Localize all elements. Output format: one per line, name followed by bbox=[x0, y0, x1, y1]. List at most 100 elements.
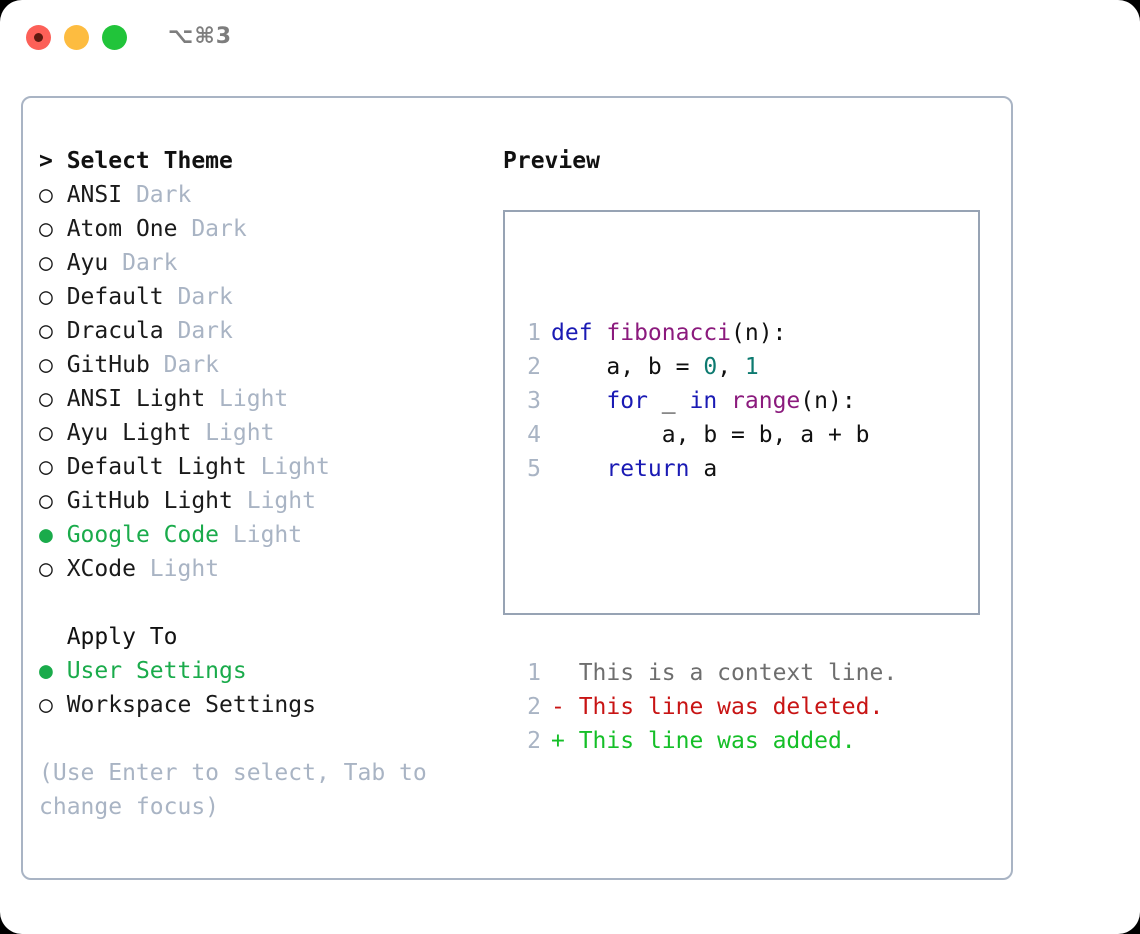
theme-option-label: ANSI bbox=[52, 182, 123, 208]
radio-unselected-icon: ○ bbox=[39, 250, 53, 276]
window-title-shortcut: ⌥⌘3 bbox=[168, 24, 233, 49]
theme-option-tag: Light bbox=[135, 556, 220, 582]
traffic-light-controls bbox=[26, 25, 127, 50]
theme-option-tag: Dark bbox=[163, 318, 233, 344]
apply-to-list: ● User Settings○ Workspace Settings bbox=[39, 654, 479, 722]
minimize-button[interactable] bbox=[64, 25, 89, 50]
theme-option-label: ANSI Light bbox=[52, 386, 206, 412]
main-panel: > Select Theme ○ ANSI Dark○ Atom One Dar… bbox=[21, 96, 1013, 880]
keyboard-hint-text: (Use Enter to select, Tab to change focu… bbox=[39, 760, 441, 820]
list-spacer bbox=[39, 586, 479, 620]
code-token: 1 bbox=[744, 354, 759, 380]
line-number: 4 bbox=[527, 422, 541, 448]
line-number: 3 bbox=[527, 388, 541, 414]
code-line: 5 return a bbox=[519, 452, 897, 486]
theme-option-tag: Light bbox=[219, 522, 303, 548]
code-token: _ bbox=[647, 388, 690, 414]
diff-lines: 1 This is a context line. 2- This line wa… bbox=[519, 656, 897, 758]
apply-to-option-workspace-settings[interactable]: ○ Workspace Settings bbox=[39, 688, 479, 722]
code-token: (n): bbox=[731, 320, 787, 346]
theme-option-tag: Dark bbox=[108, 250, 178, 276]
code-token: for bbox=[606, 388, 648, 414]
apply-to-heading: Apply To bbox=[39, 624, 178, 650]
diff-line: 2+ This line was added. bbox=[519, 724, 897, 758]
theme-option-tag: Light bbox=[246, 454, 330, 480]
theme-option-label: GitHub Light bbox=[52, 488, 233, 514]
preview-heading: Preview bbox=[503, 148, 600, 174]
radio-unselected-icon: ○ bbox=[39, 454, 53, 480]
line-number: 2 bbox=[527, 728, 541, 754]
diff-marker bbox=[551, 660, 579, 686]
line-number: 1 bbox=[527, 660, 541, 686]
theme-option-github-light[interactable]: ○ GitHub Light Light bbox=[39, 484, 479, 518]
theme-option-label: Dracula bbox=[52, 318, 164, 344]
radio-unselected-icon: ○ bbox=[39, 182, 53, 208]
diff-text: This line was deleted. bbox=[578, 694, 884, 720]
radio-unselected-icon: ○ bbox=[39, 216, 53, 242]
title-bar: ⌥⌘3 bbox=[0, 0, 1140, 76]
line-number: 2 bbox=[527, 354, 541, 380]
apply-to-option-label: User Settings bbox=[52, 658, 247, 684]
code-token: a bbox=[689, 456, 718, 482]
line-number: 5 bbox=[527, 456, 541, 482]
theme-picker-column: > Select Theme ○ ANSI Dark○ Atom One Dar… bbox=[39, 144, 479, 824]
radio-unselected-icon: ○ bbox=[39, 420, 53, 446]
theme-option-google-code[interactable]: ● Google Code Light bbox=[39, 518, 479, 552]
radio-unselected-icon: ○ bbox=[39, 488, 53, 514]
radio-selected-icon: ● bbox=[39, 522, 53, 548]
theme-option-ansi-light[interactable]: ○ ANSI Light Light bbox=[39, 382, 479, 416]
theme-option-github[interactable]: ○ GitHub Dark bbox=[39, 348, 479, 382]
theme-option-atom-one[interactable]: ○ Atom One Dark bbox=[39, 212, 479, 246]
code-token: (n): bbox=[800, 388, 856, 414]
code-token: , bbox=[717, 354, 745, 380]
code-token bbox=[717, 388, 731, 414]
theme-option-ansi[interactable]: ○ ANSI Dark bbox=[39, 178, 479, 212]
code-token: range bbox=[731, 388, 801, 414]
theme-option-xcode[interactable]: ○ XCode Light bbox=[39, 552, 479, 586]
radio-unselected-icon: ○ bbox=[39, 556, 53, 582]
radio-unselected-icon: ○ bbox=[39, 692, 53, 718]
theme-option-ayu[interactable]: ○ Ayu Dark bbox=[39, 246, 479, 280]
apply-to-option-label: Workspace Settings bbox=[52, 692, 316, 718]
apply-to-option-user-settings[interactable]: ● User Settings bbox=[39, 654, 479, 688]
code-token bbox=[551, 388, 606, 414]
diff-text: This is a context line. bbox=[578, 660, 898, 686]
code-line: 4 a, b = b, a + b bbox=[519, 418, 897, 452]
theme-option-label: Google Code bbox=[52, 522, 220, 548]
select-theme-heading: > Select Theme bbox=[39, 148, 233, 174]
code-line: 2 a, b = 0, 1 bbox=[519, 350, 897, 384]
diff-line: 2- This line was deleted. bbox=[519, 690, 897, 724]
diff-marker: + bbox=[551, 728, 579, 754]
line-number: 1 bbox=[527, 320, 541, 346]
radio-unselected-icon: ○ bbox=[39, 386, 53, 412]
theme-option-default-light[interactable]: ○ Default Light Light bbox=[39, 450, 479, 484]
theme-option-tag: Dark bbox=[177, 216, 247, 242]
theme-option-label: Default Light bbox=[52, 454, 247, 480]
diff-marker: - bbox=[551, 694, 579, 720]
theme-option-label: Ayu bbox=[52, 250, 109, 276]
code-token: in bbox=[689, 388, 718, 414]
theme-option-label: GitHub bbox=[52, 352, 150, 378]
theme-option-label: Atom One bbox=[52, 216, 178, 242]
theme-list: ○ ANSI Dark○ Atom One Dark○ Ayu Dark○ De… bbox=[39, 178, 479, 586]
theme-option-tag: Light bbox=[191, 420, 275, 446]
theme-option-tag: Light bbox=[232, 488, 316, 514]
theme-option-tag: Light bbox=[205, 386, 289, 412]
close-button[interactable] bbox=[26, 25, 51, 50]
radio-unselected-icon: ○ bbox=[39, 284, 53, 310]
theme-option-default[interactable]: ○ Default Dark bbox=[39, 280, 479, 314]
maximize-button[interactable] bbox=[102, 25, 127, 50]
theme-option-tag: Dark bbox=[163, 284, 233, 310]
theme-option-dracula[interactable]: ○ Dracula Dark bbox=[39, 314, 479, 348]
theme-option-tag: Dark bbox=[149, 352, 220, 378]
code-diff-gap bbox=[519, 554, 897, 588]
radio-unselected-icon: ○ bbox=[39, 352, 53, 378]
theme-option-ayu-light[interactable]: ○ Ayu Light Light bbox=[39, 416, 479, 450]
line-number: 2 bbox=[527, 694, 541, 720]
